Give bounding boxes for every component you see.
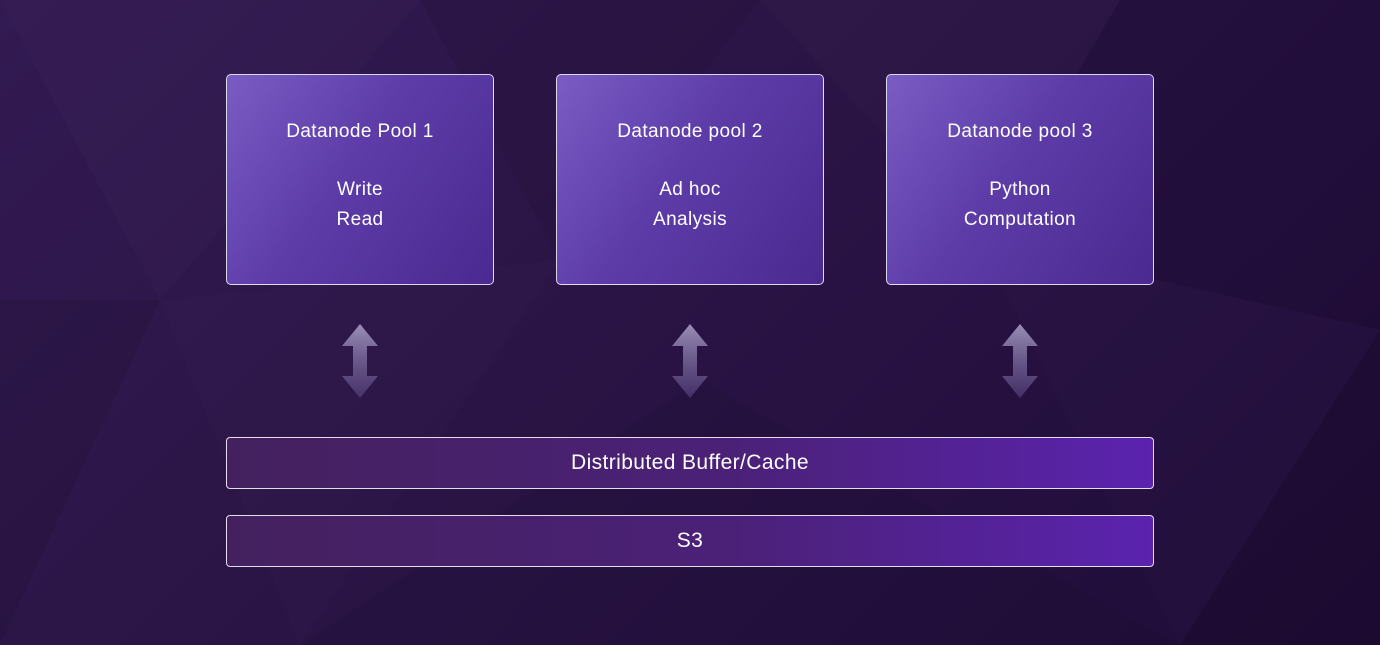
node-capability: Analysis	[653, 209, 727, 230]
layer-distributed-buffer-cache: Distributed Buffer/Cache	[226, 437, 1154, 489]
node-capabilities: Write Read	[336, 175, 383, 235]
node-datanode-pool-3: Datanode pool 3 Python Computation	[886, 74, 1154, 285]
bidirectional-arrow-icon	[340, 324, 380, 398]
node-capability: Ad hoc	[659, 179, 721, 200]
node-datanode-pool-2: Datanode pool 2 Ad hoc Analysis	[556, 74, 824, 285]
node-capabilities: Python Computation	[964, 175, 1076, 235]
node-title: Datanode pool 3	[947, 121, 1093, 142]
layer-label: S3	[676, 529, 704, 552]
node-capability: Python	[989, 179, 1051, 200]
bidirectional-arrow-icon	[1000, 324, 1040, 398]
node-capability: Computation	[963, 209, 1077, 230]
node-capability: Write	[337, 179, 383, 200]
bidirectional-arrow-icon	[670, 324, 710, 398]
node-datanode-pool-1: Datanode Pool 1 Write Read	[226, 74, 494, 285]
layer-s3: S3	[226, 515, 1154, 567]
node-capability: Read	[336, 209, 384, 230]
node-capabilities: Ad hoc Analysis	[653, 175, 727, 235]
node-title: Datanode pool 2	[617, 121, 763, 142]
layer-label: Distributed Buffer/Cache	[571, 451, 809, 474]
node-title: Datanode Pool 1	[286, 121, 434, 142]
